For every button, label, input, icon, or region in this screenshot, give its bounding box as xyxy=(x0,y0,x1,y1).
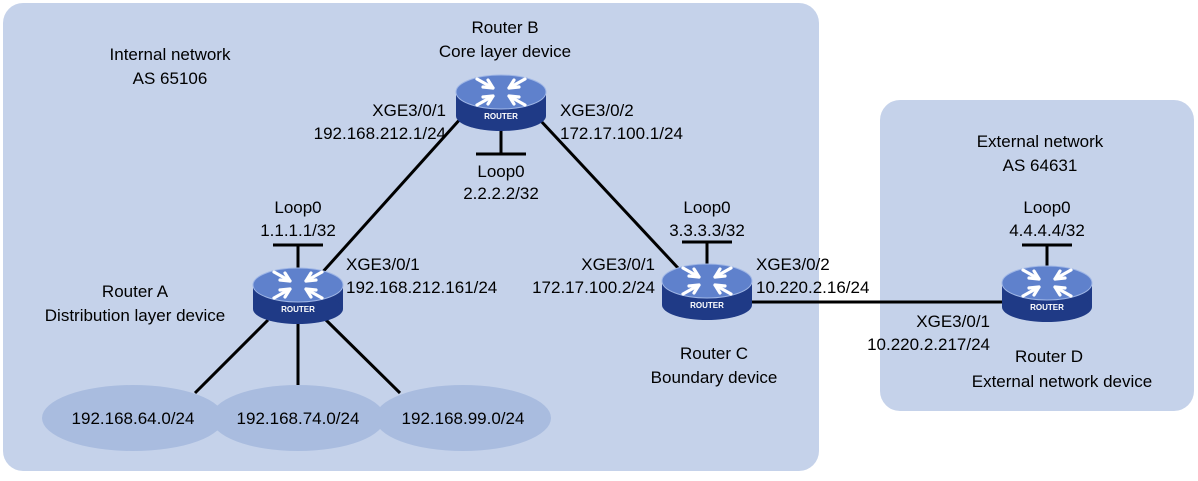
external-network-label: External network xyxy=(977,132,1104,151)
router-c[interactable]: ROUTER xyxy=(660,262,754,322)
router-icon xyxy=(454,73,548,133)
subnet-label-1: 192.168.64.0/24 xyxy=(72,409,195,428)
internal-network-label: Internal network xyxy=(110,45,231,64)
router-c-loop-ip: 3.3.3.3/32 xyxy=(669,221,745,240)
c-to-d-ip: 10.220.2.16/24 xyxy=(756,278,869,297)
loopback-stubs xyxy=(273,128,1072,272)
router-b-loop-name: Loop0 xyxy=(477,162,524,181)
router-c-loop-name: Loop0 xyxy=(683,198,730,217)
subnet-ellipse xyxy=(375,385,551,451)
router-icon xyxy=(1000,264,1094,324)
router-icon xyxy=(251,266,345,326)
router-b[interactable]: ROUTER xyxy=(454,73,548,133)
router-a-role: Distribution layer device xyxy=(45,306,225,325)
c-to-d-port: XGE3/0/2 xyxy=(756,255,830,274)
router-b-loop-ip: 2.2.2.2/32 xyxy=(463,184,539,203)
router-a-name: Router A xyxy=(102,282,169,301)
d-to-c-ip: 10.220.2.217/24 xyxy=(867,335,990,354)
router-d-tag: ROUTER xyxy=(1030,303,1064,312)
router-a[interactable]: ROUTER xyxy=(251,266,345,326)
router-a-loop-ip: 1.1.1.1/32 xyxy=(260,221,336,240)
router-c-name: Router C xyxy=(680,344,748,363)
c-to-b-port: XGE3/0/1 xyxy=(581,255,655,274)
router-c-role: Boundary device xyxy=(651,368,778,387)
subnet-ellipse xyxy=(42,385,224,451)
router-c-tag: ROUTER xyxy=(690,301,724,310)
link-a-subnet-1 xyxy=(193,318,270,395)
link-b-c xyxy=(538,118,680,270)
subnet-label-2: 192.168.74.0/24 xyxy=(237,409,360,428)
router-b-role: Core layer device xyxy=(439,42,571,61)
internal-network-region xyxy=(3,3,819,471)
internal-as-label: AS 65106 xyxy=(133,69,208,88)
b-to-a-port: XGE3/0/1 xyxy=(372,101,446,120)
link-a-subnet-3 xyxy=(324,318,402,395)
router-d-loop-ip: 4.4.4.4/32 xyxy=(1009,221,1085,240)
router-icon xyxy=(660,262,754,322)
router-a-loop-name: Loop0 xyxy=(274,198,321,217)
c-to-b-ip: 172.17.100.2/24 xyxy=(532,278,655,297)
subnet-ellipse xyxy=(211,385,385,451)
a-to-b-port: XGE3/0/1 xyxy=(346,255,420,274)
link-a-b xyxy=(318,115,464,277)
b-to-c-port: XGE3/0/2 xyxy=(560,101,634,120)
d-to-c-port: XGE3/0/1 xyxy=(916,312,990,331)
external-network-region xyxy=(880,100,1194,411)
subnet-label-3: 192.168.99.0/24 xyxy=(402,409,525,428)
external-as-label: AS 64631 xyxy=(1003,156,1078,175)
router-b-name: Router B xyxy=(471,18,538,37)
router-d-role: External network device xyxy=(972,372,1152,391)
b-to-c-ip: 172.17.100.1/24 xyxy=(560,124,683,143)
router-a-tag: ROUTER xyxy=(281,305,315,314)
router-d-loop-name: Loop0 xyxy=(1023,198,1070,217)
b-to-a-ip: 192.168.212.1/24 xyxy=(314,124,446,143)
router-b-tag: ROUTER xyxy=(484,112,518,121)
links xyxy=(193,115,1010,395)
router-d-name: Router D xyxy=(1015,347,1083,366)
router-d[interactable]: ROUTER xyxy=(1000,264,1094,324)
a-to-b-ip: 192.168.212.161/24 xyxy=(346,278,497,297)
